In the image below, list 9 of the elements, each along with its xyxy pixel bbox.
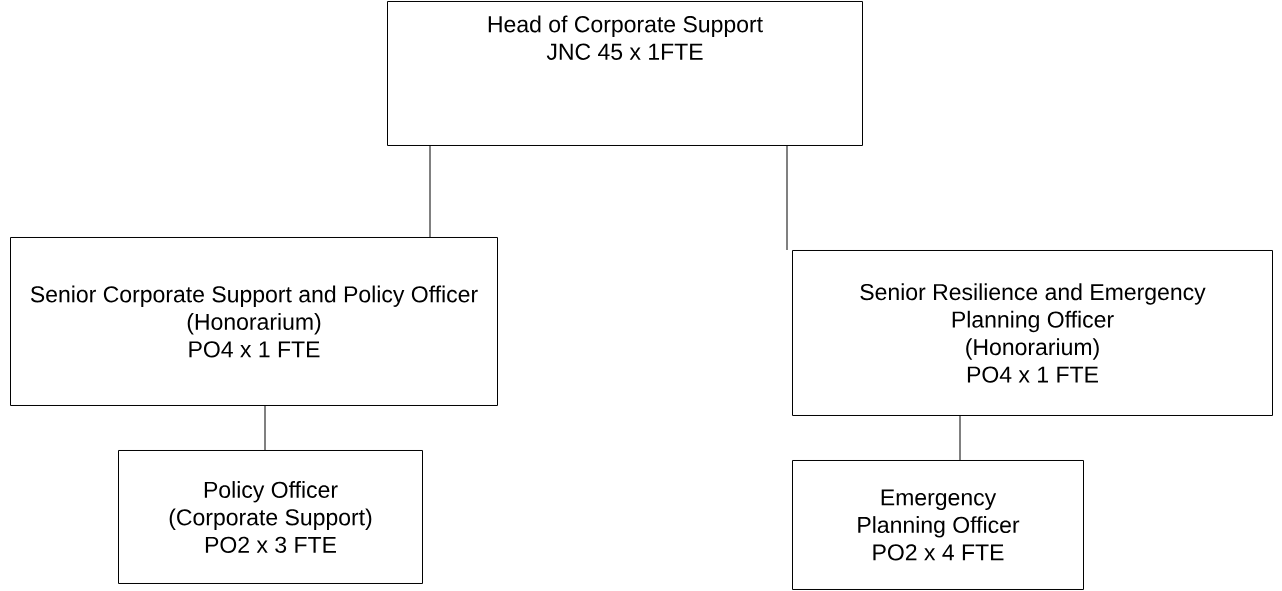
job-box: Policy Officer (Corporate Support) PO2 x 3 FTE — [118, 450, 423, 584]
job-box: Head of Corporate Support JNC 45 x 1FTE — [387, 1, 863, 146]
job-box: Senior Resilience and Emergency Planning Officer (Honorarium) PO4 x 1 FTE — [792, 250, 1273, 416]
connector-line — [429, 145, 431, 238]
job-box: Senior Corporate Support and Policy Officer (Honorarium) PO4 x 1 FTE — [10, 237, 498, 406]
connector-line — [264, 405, 266, 451]
connector-line — [959, 415, 961, 461]
job-box: Emergency Planning Officer PO2 x 4 FTE — [792, 460, 1084, 590]
connector-line — [786, 145, 788, 251]
